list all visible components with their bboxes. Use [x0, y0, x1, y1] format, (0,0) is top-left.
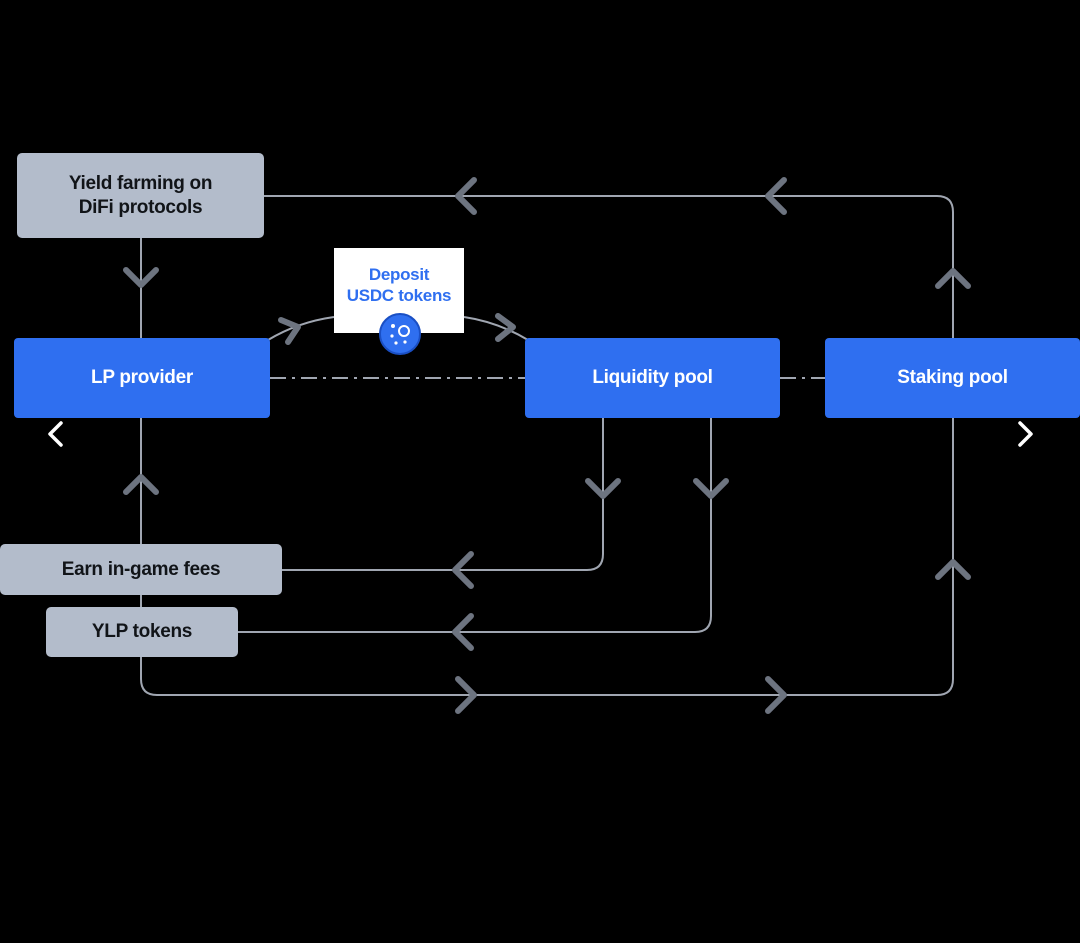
connector-liquidity-to-ylp [238, 418, 712, 633]
arrowhead-deposit-1 [278, 317, 301, 345]
arrowhead-up-staking-bottom [935, 559, 971, 580]
arrowhead-up-staking-top [935, 268, 971, 289]
next-slide-button[interactable] [1005, 414, 1045, 454]
arrowhead-deposit-2 [495, 313, 516, 342]
arrowhead-left-ylp [452, 613, 474, 651]
arrowhead-right-bottom-2 [765, 676, 787, 714]
node-staking-pool: Staking pool [825, 338, 1080, 418]
arrowhead-up-lp [123, 474, 159, 495]
node-lp-provider: LP provider [14, 338, 270, 418]
chevron-left-icon [48, 421, 63, 447]
node-ylp-tokens: YLP tokens [46, 607, 238, 657]
chevron-right-icon [1018, 421, 1033, 447]
node-earn-fees: Earn in-game fees [0, 544, 282, 595]
arrowhead-down-yield [123, 267, 159, 288]
arrowhead-down-ylp [693, 478, 729, 499]
previous-slide-button[interactable] [36, 414, 76, 454]
node-liquidity-pool: Liquidity pool [525, 338, 780, 418]
arrowhead-right-bottom-1 [455, 676, 477, 714]
arrowhead-left-fees [452, 551, 474, 589]
node-yield-farming: Yield farming on DiFi protocols [17, 153, 264, 238]
connector-liquidity-to-fees [282, 418, 604, 571]
arrowhead-down-fees [585, 478, 621, 499]
arrowhead-left-top-1 [455, 177, 477, 215]
arrowhead-left-top-2 [765, 177, 787, 215]
usdc-token-icon [379, 313, 421, 355]
connector-staking-to-yield [264, 195, 954, 338]
connector-ylp-to-staking [140, 418, 954, 696]
